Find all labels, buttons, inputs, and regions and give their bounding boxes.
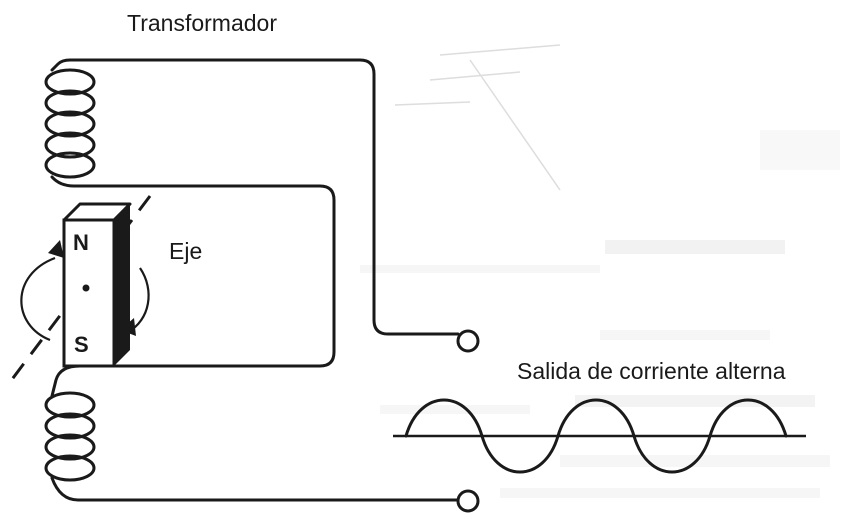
output-label: Salida de corriente alterna — [517, 358, 786, 384]
bar-magnet-icon: N S — [62, 202, 132, 368]
magnet-south-label: S — [74, 332, 89, 357]
axis-label: Eje — [169, 238, 202, 264]
lower-coil-icon — [44, 391, 96, 482]
output-terminal-icon — [456, 329, 480, 513]
circuit-wires — [50, 58, 460, 502]
page-bleed-through — [360, 44, 840, 498]
ac-sine-wave-icon — [393, 398, 806, 474]
magnet-north-label: N — [73, 230, 89, 255]
upper-coil-icon — [44, 68, 96, 179]
diagram-title: Transformador — [127, 10, 277, 36]
